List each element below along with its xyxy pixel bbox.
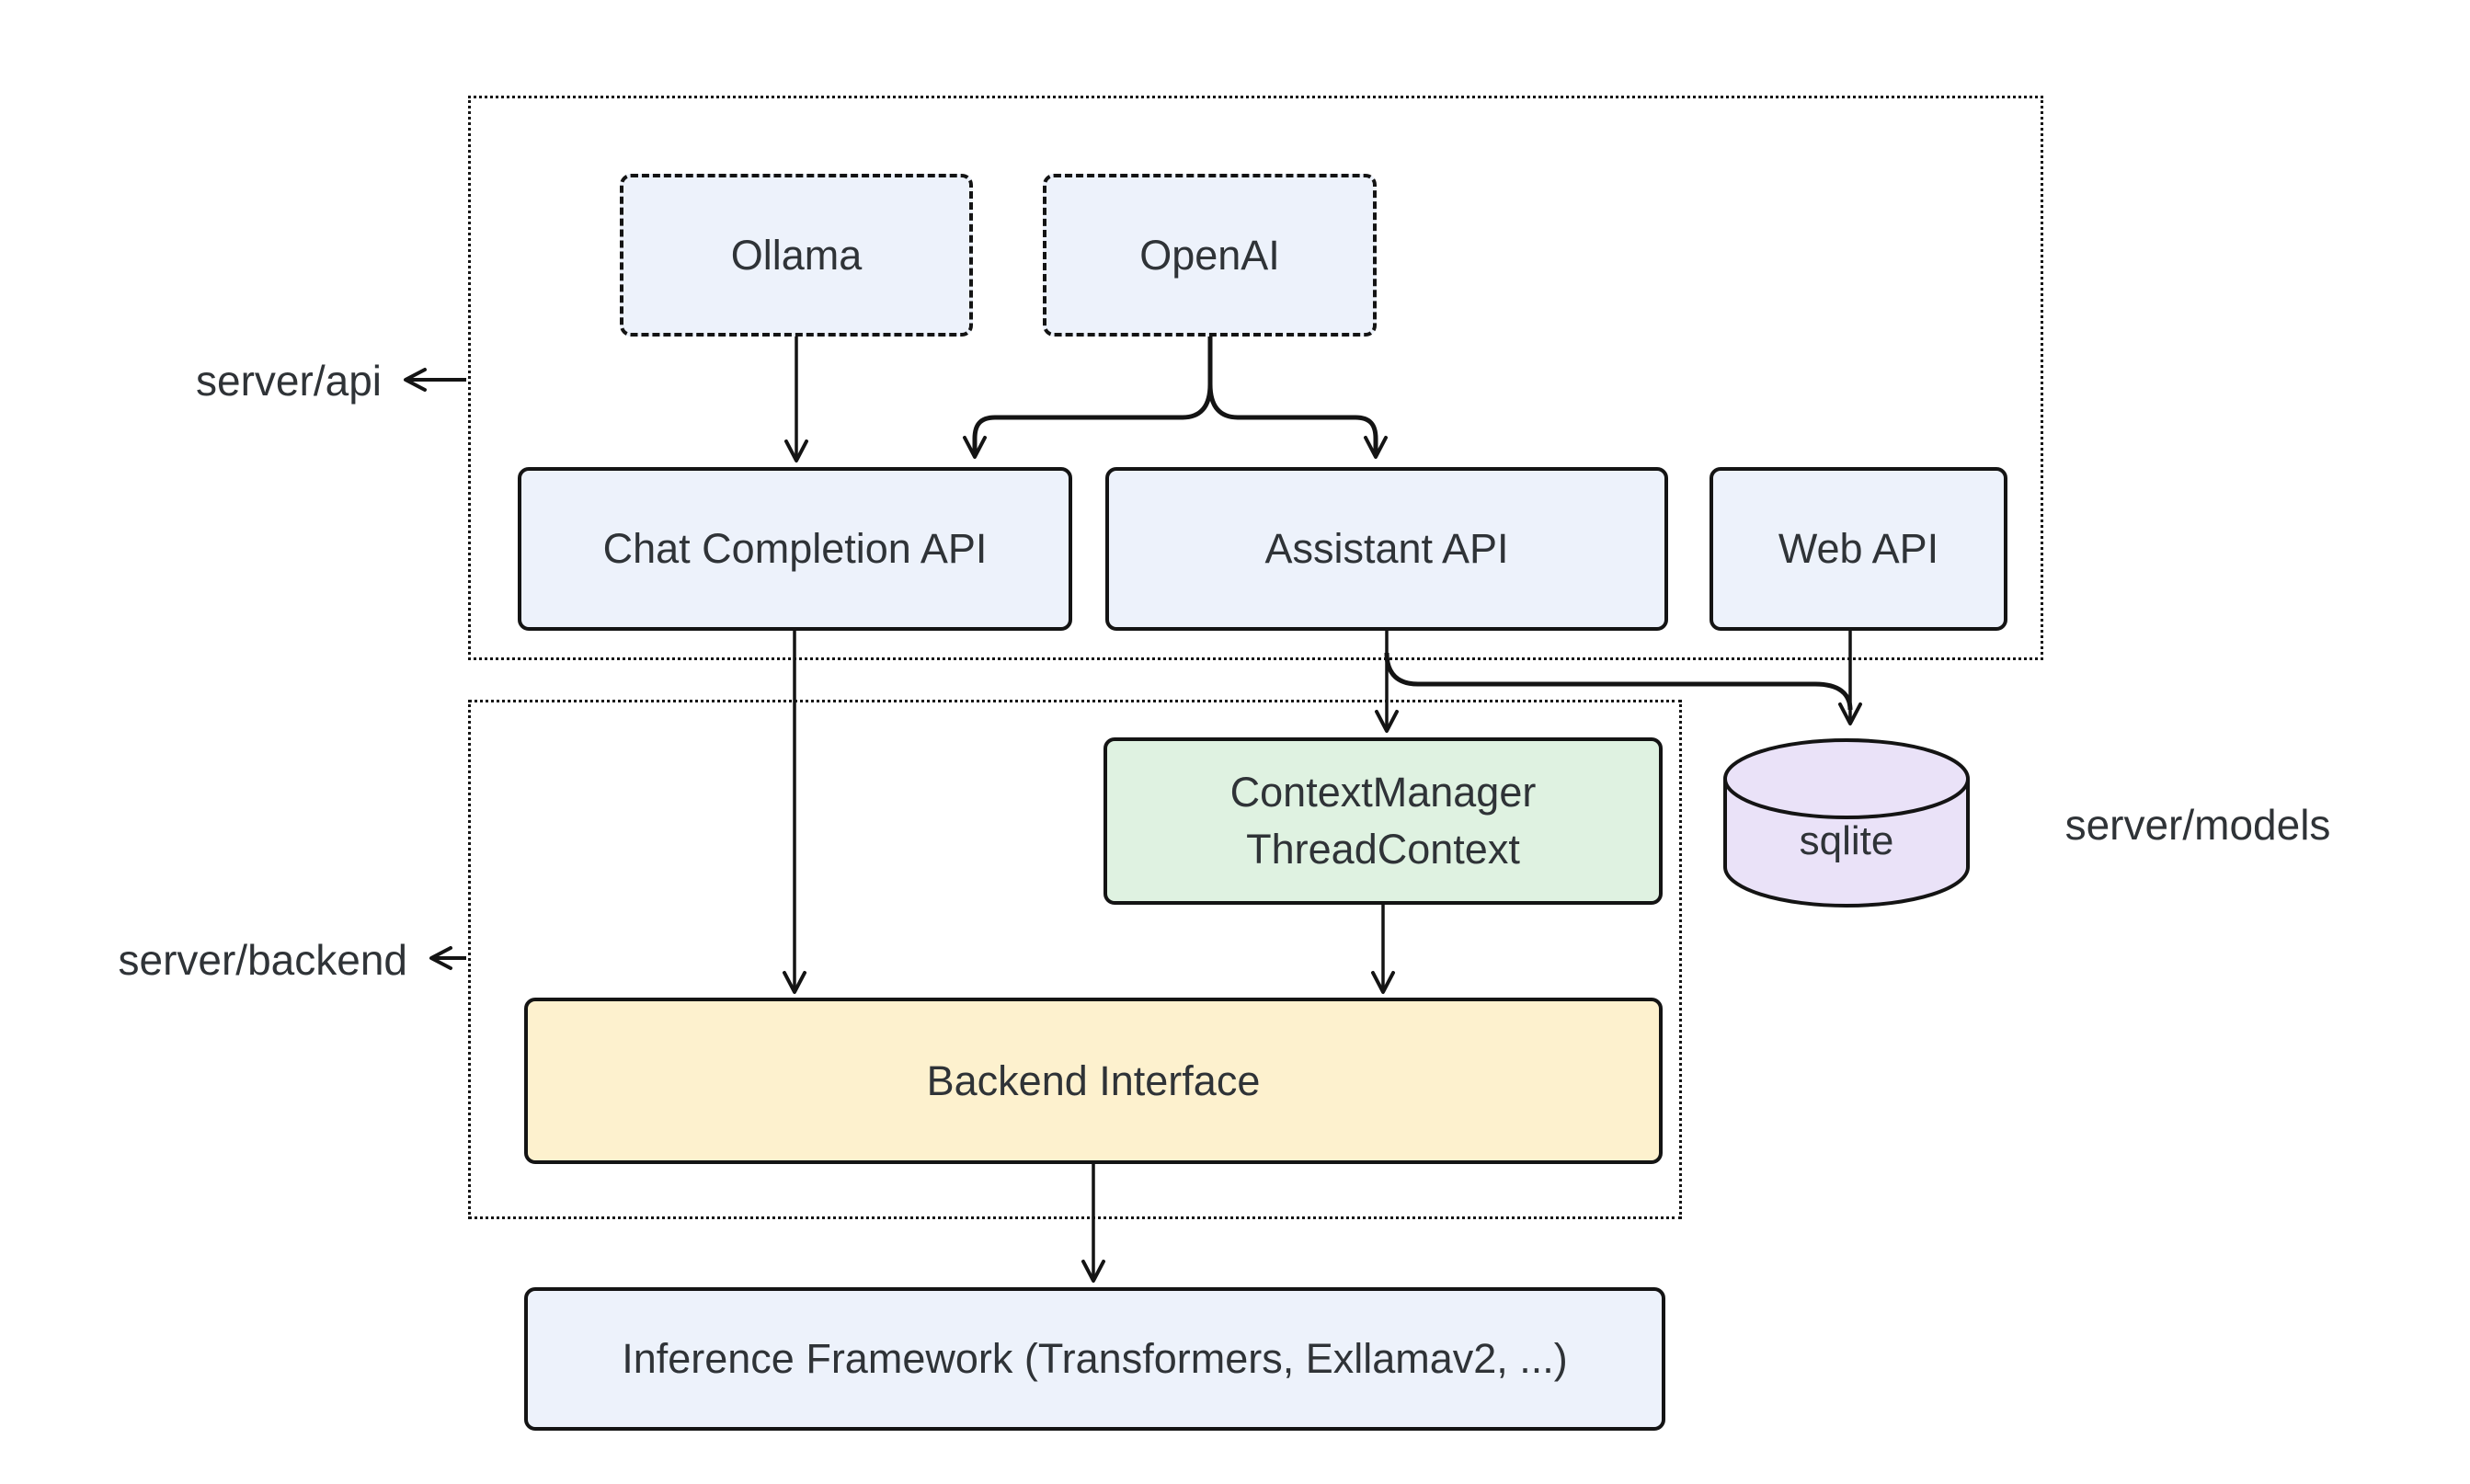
sqlite-cylinder	[1723, 738, 1970, 908]
context-manager-line1: ContextManager	[1229, 769, 1537, 816]
node-chat-completion-api: Chat Completion API	[518, 467, 1072, 631]
node-context-manager: ContextManager ThreadContext	[1103, 737, 1663, 905]
server-api-container	[468, 96, 2043, 660]
node-assistant-api: Assistant API	[1105, 467, 1668, 631]
node-openai: OpenAI	[1043, 174, 1377, 337]
sqlite-cylinder-label: sqlite	[1799, 818, 1894, 863]
node-web-api: Web API	[1710, 467, 2007, 631]
sqlite-cylinder-top	[1723, 738, 1970, 819]
context-manager-line2: ThreadContext	[1246, 826, 1520, 873]
edge-openai-to-assistant	[1207, 383, 1388, 459]
server-api-label: server/api	[196, 357, 382, 405]
server-models-label: server/models	[2064, 801, 2331, 849]
edge-assistant-to-sqlite-branch	[1384, 652, 1853, 711]
edges-group	[404, 337, 1862, 1283]
node-inference-framework: Inference Framework (Transformers, Exlla…	[524, 1287, 1665, 1431]
server-backend-label: server/backend	[118, 936, 408, 984]
edge-openai-to-chat-completion	[963, 383, 1213, 459]
node-backend-interface: Backend Interface	[524, 998, 1663, 1164]
server-backend-container	[468, 700, 1682, 1219]
node-ollama: Ollama	[620, 174, 973, 337]
